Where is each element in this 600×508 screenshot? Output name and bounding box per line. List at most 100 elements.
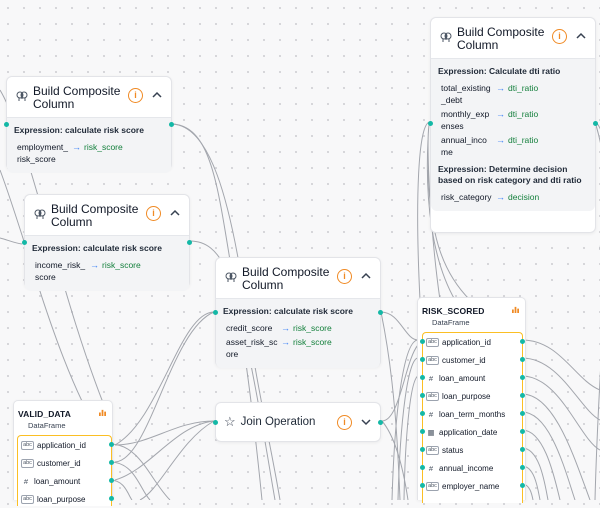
brain-icon (225, 272, 237, 282)
edge (380, 311, 401, 500)
column-name: customer_id (37, 458, 81, 468)
output-port[interactable] (520, 375, 525, 380)
mapping-source: credit_score (226, 323, 273, 333)
dataframe-subtitle: DataFrame (432, 318, 470, 327)
input-port[interactable] (420, 393, 425, 398)
expression-label: Expression: Determine decision based on … (438, 164, 582, 185)
output-port[interactable] (109, 460, 114, 465)
output-port[interactable] (169, 122, 174, 127)
output-port[interactable] (109, 442, 114, 447)
input-port[interactable] (213, 310, 218, 315)
column-name: application_id (37, 440, 86, 450)
output-port[interactable] (378, 310, 383, 315)
input-port[interactable] (420, 357, 425, 362)
mapping-target: risk_score (84, 142, 123, 152)
input-port[interactable] (420, 375, 425, 380)
dataframe-title: RISK_SCORED (422, 306, 485, 316)
column-row[interactable]: #loan_amount (18, 472, 114, 490)
info-icon[interactable]: i (146, 206, 161, 221)
output-port[interactable] (520, 429, 525, 434)
node-header[interactable]: Build Composite Column i (25, 195, 189, 235)
arrow-right-icon: → (90, 260, 99, 270)
input-port[interactable] (4, 122, 9, 127)
column-row[interactable]: ▦application_date (420, 423, 525, 441)
info-icon[interactable]: i (552, 29, 567, 44)
chevron-up-icon[interactable] (169, 207, 181, 219)
join-operation-node[interactable]: ☆ Join Operation i (213, 402, 383, 442)
node-header[interactable]: Build Composite Column i (7, 77, 171, 117)
input-port[interactable] (420, 411, 425, 416)
output-port[interactable] (520, 483, 525, 488)
text-type-icon: abc (426, 481, 439, 491)
input-port[interactable] (420, 339, 425, 344)
input-port[interactable] (420, 447, 425, 452)
input-port[interactable] (420, 483, 425, 488)
info-icon[interactable]: i (337, 269, 352, 284)
mapping-target: risk_score (293, 337, 332, 347)
composite-column-node[interactable]: Build Composite Column i Expression: cal… (213, 257, 383, 368)
composite-column-node[interactable]: Build Composite Column i Expression: cal… (22, 194, 192, 291)
output-port[interactable] (520, 393, 525, 398)
mapping-source: risk_category (441, 192, 492, 202)
node-title: Build Composite Column (51, 202, 139, 229)
output-port[interactable] (109, 478, 114, 483)
input-port[interactable] (428, 121, 433, 126)
output-port[interactable] (520, 357, 525, 362)
edge (417, 121, 431, 301)
chevron-up-icon[interactable] (151, 89, 163, 101)
output-port[interactable] (520, 339, 525, 344)
column-name: loan_purpose (37, 494, 86, 504)
node-title: Build Composite Column (457, 25, 545, 52)
mapping-source: annual_income (441, 135, 487, 157)
chevron-up-icon[interactable] (575, 30, 587, 42)
output-port[interactable] (520, 447, 525, 452)
output-port[interactable] (593, 121, 598, 126)
column-name: status (442, 445, 464, 455)
brain-icon (16, 91, 28, 101)
composite-column-node[interactable]: Build Composite Column i Expression: cal… (4, 76, 174, 173)
input-port[interactable] (420, 465, 425, 470)
info-icon[interactable]: i (128, 88, 143, 103)
output-port[interactable] (187, 240, 192, 245)
edge (521, 357, 600, 421)
column-row[interactable]: #loan_term_months (420, 405, 525, 423)
arrow-right-icon: → (72, 142, 81, 152)
node-header[interactable]: Build Composite Column i (216, 258, 380, 298)
column-row[interactable]: #annual_income (420, 459, 525, 477)
info-icon[interactable]: i (337, 414, 352, 430)
column-name: employer_name (442, 481, 500, 491)
edge (521, 375, 600, 451)
edge (594, 121, 600, 500)
output-port[interactable] (520, 411, 525, 416)
input-port[interactable] (420, 429, 425, 434)
expression-label: Expression: calculate risk score (14, 125, 144, 135)
input-port[interactable] (213, 420, 218, 425)
node-header[interactable]: Build Composite Column i (431, 18, 595, 58)
composite-column-node[interactable]: Build Composite Column i Expression: Cal… (428, 17, 598, 233)
column-row[interactable]: #loan_amount (420, 369, 525, 387)
number-type-icon: # (23, 476, 29, 486)
output-port[interactable] (520, 465, 525, 470)
chevron-down-icon[interactable] (360, 416, 372, 428)
node-title: Join Operation (240, 416, 316, 428)
edge (109, 461, 151, 500)
chevron-up-icon[interactable] (360, 270, 372, 282)
edge (114, 311, 215, 446)
output-port[interactable] (109, 496, 114, 501)
edge (114, 420, 215, 481)
edge (397, 357, 419, 500)
input-port[interactable] (22, 240, 27, 245)
text-type-icon: abc (426, 337, 439, 347)
edge (381, 344, 419, 422)
output-port[interactable] (378, 420, 383, 425)
